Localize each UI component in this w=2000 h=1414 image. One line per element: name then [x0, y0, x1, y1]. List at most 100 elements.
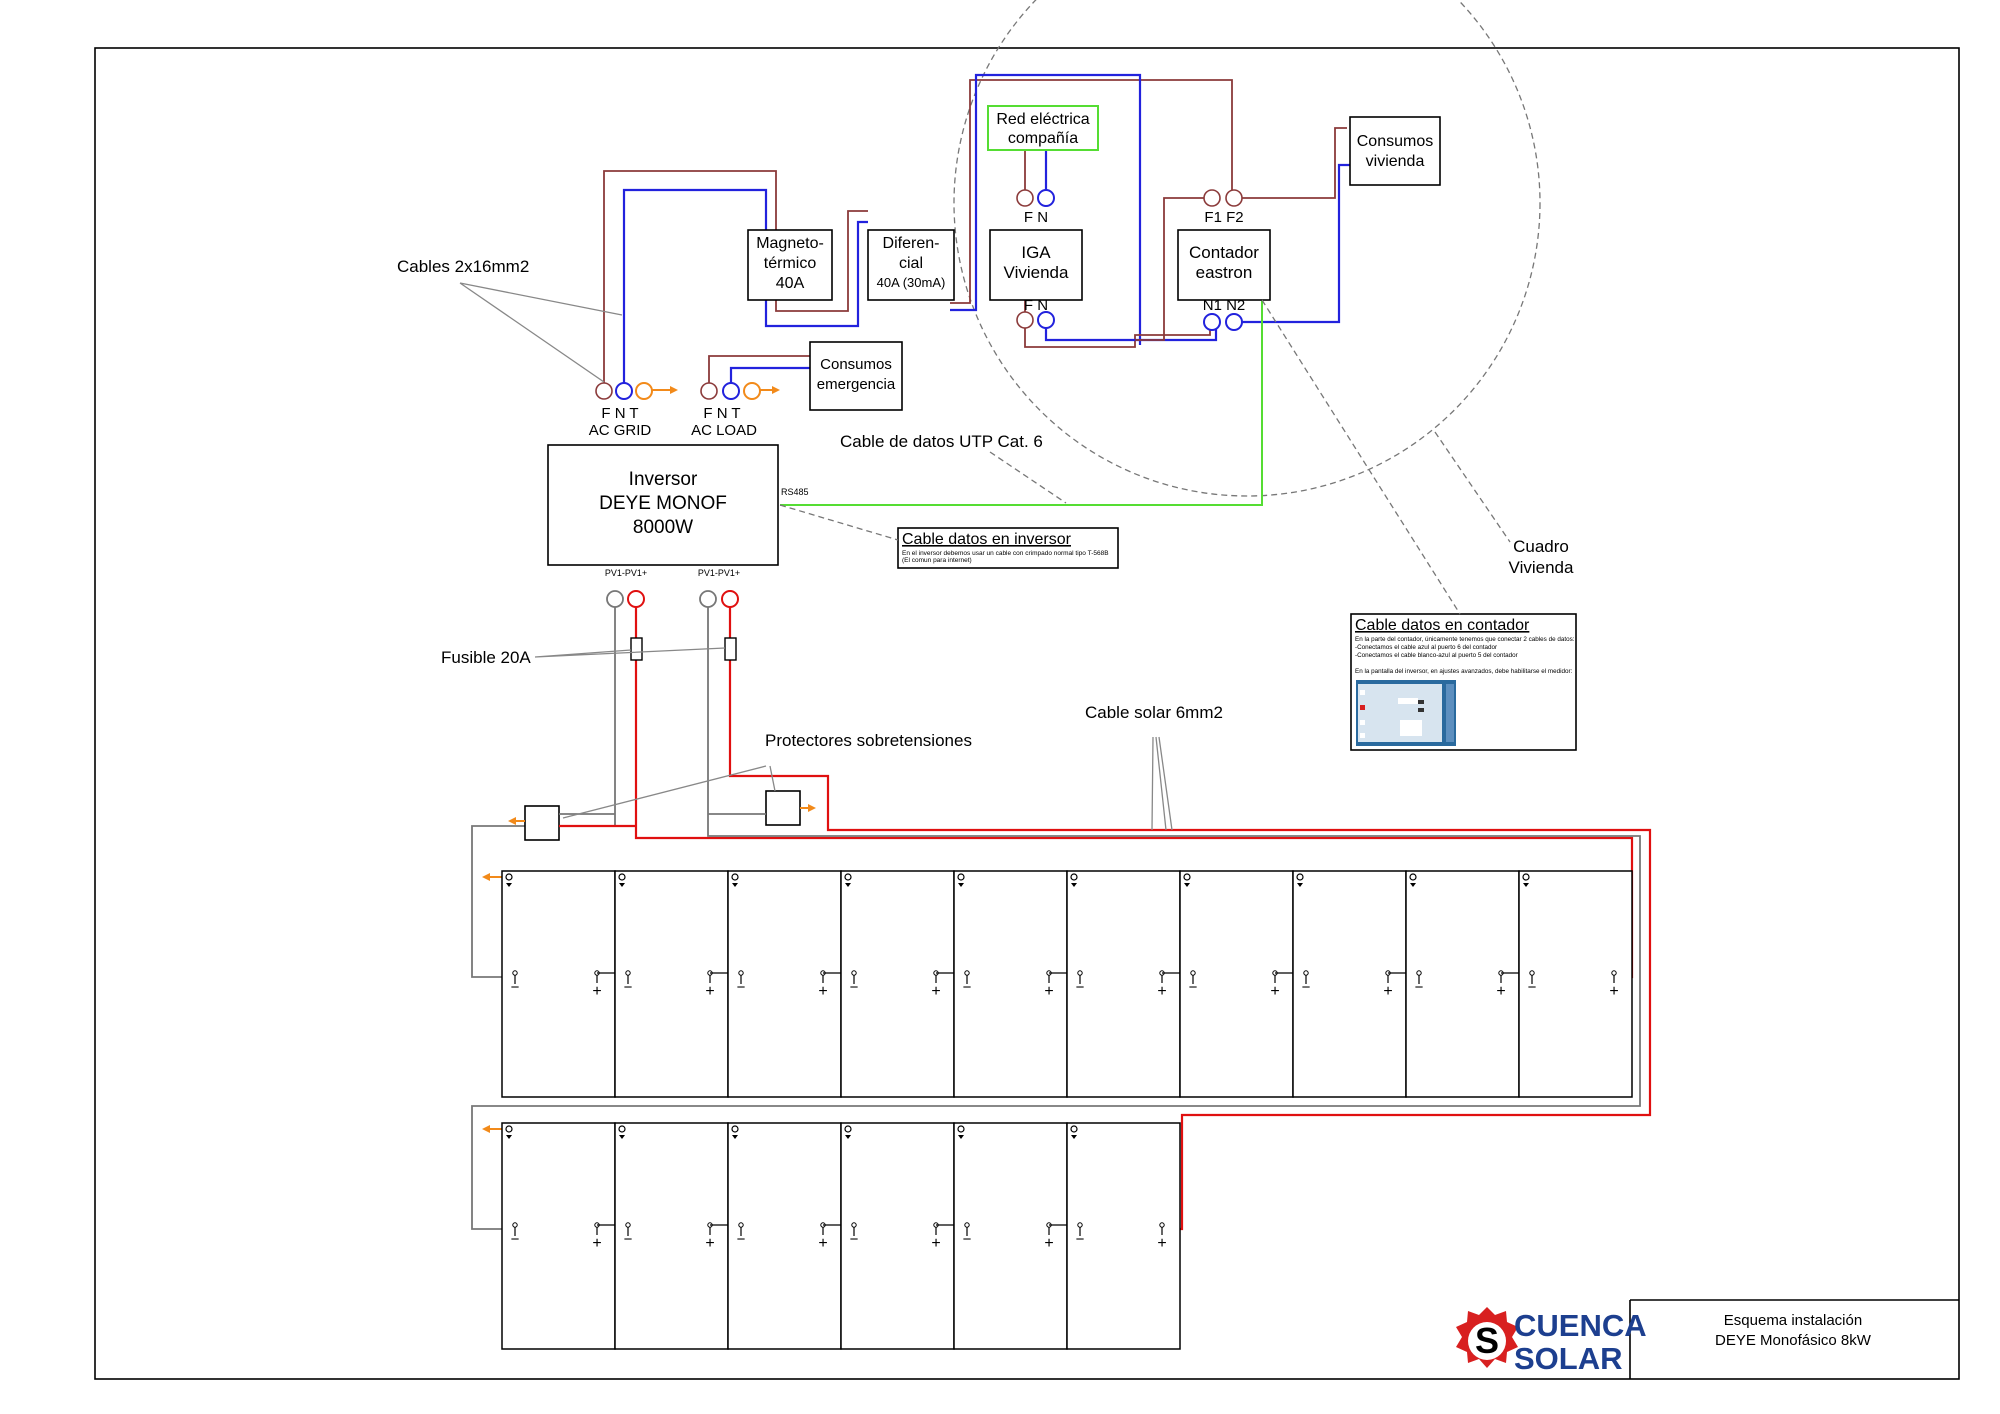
panel-ground-icon — [731, 1125, 739, 1133]
grid-t-terminal-icon — [635, 382, 653, 400]
panel-minus-terminal: − — [1415, 979, 1424, 996]
pv-panel-2-4 — [840, 1122, 955, 1350]
pv2-neg-terminal-icon — [699, 590, 717, 608]
panel-ground-icon — [957, 873, 965, 881]
diferencial-line1: Diferen- — [883, 235, 940, 252]
contador-f1-terminal-icon — [1203, 189, 1221, 207]
panel-plus-terminal: + — [1157, 983, 1166, 1000]
pv-panel-1-2 — [614, 870, 729, 1098]
iga-line2: Vivienda — [1004, 263, 1069, 282]
fuse2-icon — [724, 637, 737, 661]
wire-string2-positive — [728, 607, 1652, 1231]
diferencial-box — [867, 229, 955, 301]
pv-panel-1-6 — [1066, 870, 1181, 1098]
magneto-line1: Magneto- — [756, 235, 824, 252]
red-f-terminal-icon — [1016, 189, 1034, 207]
label-cable-utp: Cable de datos UTP Cat. 6 — [840, 432, 1043, 451]
pv-panel-2-5 — [953, 1122, 1068, 1350]
pv-panel-1-10 — [1518, 870, 1633, 1098]
panel-ground-icon — [618, 873, 626, 881]
wire-string1-negative — [471, 607, 616, 978]
consumos-viv-line2: vivienda — [1366, 153, 1425, 170]
panel-ground-icon — [505, 873, 513, 881]
cuadro-line2: Vivienda — [1509, 558, 1574, 577]
pv1-label: PV1-PV1+ — [605, 568, 647, 578]
contador-note1: En la parte del contador, únicamente ten… — [1355, 636, 1575, 643]
label-protectores: Protectores sobretensiones — [765, 731, 972, 750]
contador-note4: En la pantalla del inversor, en ajustes … — [1355, 668, 1573, 675]
load-f-terminal-icon — [700, 382, 718, 400]
red-n-terminal-icon — [1037, 189, 1055, 207]
panel-plus-terminal: + — [818, 983, 827, 1000]
panel-plus-terminal: + — [1609, 983, 1618, 1000]
panel-minus-terminal: − — [963, 1231, 972, 1248]
cable-datos-inversor-note1: En el inversor debemos usar un cable con… — [902, 550, 1109, 557]
diferencial-line2: cial — [899, 255, 923, 272]
panel-plus-terminal: + — [1496, 983, 1505, 1000]
drawing-frame — [94, 47, 1960, 1380]
grid-n-terminal-icon — [615, 382, 633, 400]
consumos-vivienda-box — [1349, 116, 1441, 186]
wire-load-phase — [708, 355, 810, 383]
contador-line2: eastron — [1196, 263, 1253, 282]
pv1-neg-terminal-icon — [606, 590, 624, 608]
panel-plus-terminal: + — [931, 983, 940, 1000]
pv-panel-1-7 — [1179, 870, 1294, 1098]
panel-ground-icon — [1296, 873, 1304, 881]
cuadro-line1: Cuadro — [1513, 537, 1569, 556]
inversor-line3: 8000W — [633, 517, 693, 538]
pv-panel-1-1 — [501, 870, 616, 1098]
brand-line1: CUENCA — [1514, 1308, 1647, 1343]
label-cables-2x16: Cables 2x16mm2 — [397, 257, 529, 276]
inversor-box — [547, 444, 779, 566]
consumos-viv-line1: Consumos — [1357, 133, 1433, 150]
panel-minus-terminal: − — [511, 979, 520, 996]
panel-minus-terminal: − — [737, 1231, 746, 1248]
title-line2: DEYE Monofásico 8kW — [1715, 1332, 1872, 1349]
magnetotermico-box — [747, 229, 833, 301]
grid-f-terminal-icon — [595, 382, 613, 400]
panel-ground-icon — [1409, 873, 1417, 881]
inversor-line2: DEYE MONOF — [599, 493, 727, 514]
panel-ground-icon — [618, 1125, 626, 1133]
magneto-line3: 40A — [776, 275, 805, 292]
load-fnt-label: F N T — [703, 405, 740, 422]
wire-grid-phase — [603, 170, 777, 383]
ac-load-label: AC LOAD — [691, 422, 757, 439]
diferencial-line3: 40A (30mA) — [877, 275, 946, 290]
panel-ground-icon — [1522, 873, 1530, 881]
panel-plus-terminal: + — [1044, 1235, 1053, 1252]
panel-minus-terminal: − — [1076, 979, 1085, 996]
panel-plus-terminal: + — [592, 1235, 601, 1252]
magneto-line2: térmico — [764, 255, 817, 272]
panel-minus-terminal: − — [737, 979, 746, 996]
meter-settings-screenshot — [1356, 680, 1456, 746]
iga-box — [989, 229, 1083, 301]
consumos-em-line2: emergencia — [817, 376, 896, 393]
panel-minus-terminal: − — [1528, 979, 1537, 996]
pv-panel-1-5 — [953, 870, 1068, 1098]
panel-plus-terminal: + — [818, 1235, 827, 1252]
panel-minus-terminal: − — [1189, 979, 1198, 996]
label-fusible: Fusible 20A — [441, 648, 531, 667]
contador-box — [1177, 229, 1271, 301]
ac-grid-label: AC GRID — [589, 422, 652, 439]
panel-minus-terminal: − — [1076, 1231, 1085, 1248]
panel-plus-terminal: + — [705, 983, 714, 1000]
inversor-line1: Inversor — [629, 469, 698, 490]
label-cable-solar: Cable solar 6mm2 — [1085, 703, 1223, 722]
panel-plus-terminal: + — [1383, 983, 1392, 1000]
contador-note3: -Conectamos el cable blanco-azul al puer… — [1355, 652, 1518, 659]
iga-line1: IGA — [1021, 243, 1051, 262]
panel-ground-icon — [1070, 873, 1078, 881]
contador-n1n2-label: N1 N2 — [1203, 297, 1246, 314]
contador-f1f2-label: F1 F2 — [1204, 209, 1243, 226]
panel-ground-icon — [957, 1125, 965, 1133]
contador-n1-terminal-icon — [1203, 313, 1221, 331]
panel-ground-icon — [1183, 873, 1191, 881]
panel-plus-terminal: + — [1044, 983, 1053, 1000]
panel-plus-terminal: + — [705, 1235, 714, 1252]
cable-datos-contador-title: Cable datos en contador — [1355, 617, 1530, 634]
rs485-label: RS485 — [781, 487, 809, 497]
cable-datos-inversor-note2: (El comun para internet) — [902, 557, 972, 564]
